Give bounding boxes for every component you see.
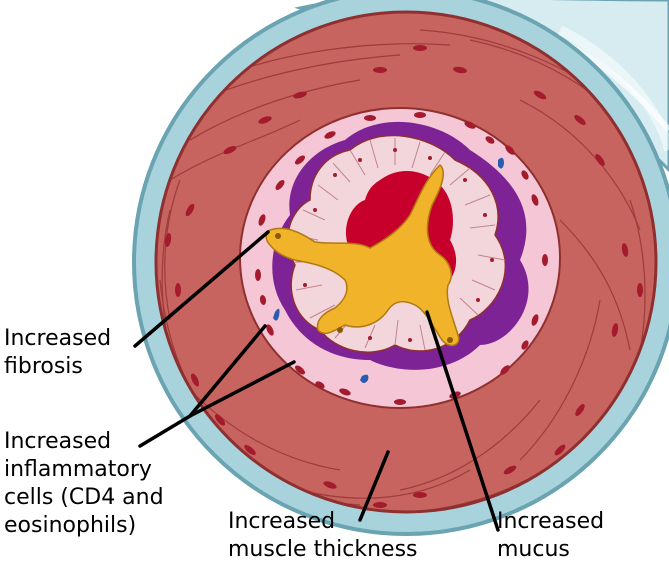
label-increased-muscle-thickness: Increased muscle thickness (228, 508, 418, 564)
label-increased-inflammatory-cells: Increased inflammatory cells (CD4 and eo… (4, 428, 164, 540)
label-increased-fibrosis: Increased fibrosis (4, 325, 111, 381)
label-increased-mucus: Increased mucus (497, 508, 604, 564)
